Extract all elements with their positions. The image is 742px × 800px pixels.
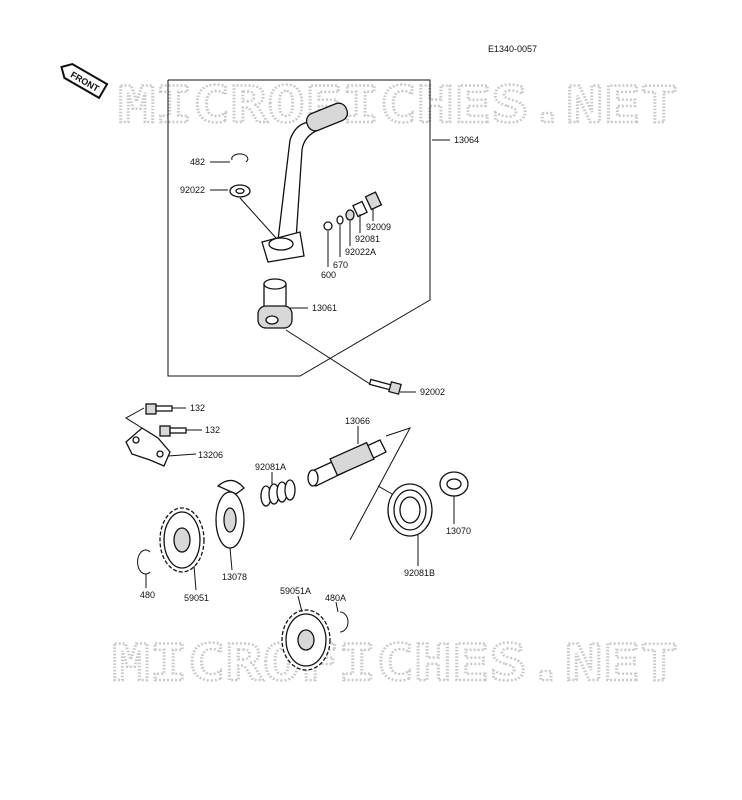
label-92022A: 92022A — [345, 247, 376, 257]
label-13064: 13064 — [454, 135, 479, 145]
label-670: 670 — [333, 260, 348, 270]
part-92009-screw — [364, 191, 383, 211]
label-92002: 92002 — [420, 387, 445, 397]
part-13206-bracket — [125, 427, 171, 467]
label-13061: 13061 — [312, 303, 337, 313]
part-92081-spring — [352, 200, 368, 218]
kick-pedal-lever — [261, 102, 349, 263]
label-92022: 92022 — [180, 185, 205, 195]
label-132-lower: 132 — [205, 425, 220, 435]
assembly-outline — [167, 79, 431, 377]
front-arrow-icon: FRONT — [60, 62, 109, 100]
label-132-upper: 132 — [190, 403, 205, 413]
part-13066-shaft — [307, 439, 387, 487]
label-482: 482 — [190, 157, 205, 167]
part-92002-bolt — [368, 378, 402, 395]
part-600-ball — [323, 221, 333, 231]
part-59051A-gear — [281, 609, 331, 671]
label-92009: 92009 — [366, 222, 391, 232]
label-92081B: 92081B — [404, 568, 435, 578]
part-92022A-washer — [345, 209, 355, 221]
part-132-bolt-lower — [159, 425, 187, 437]
part-480A-circlip — [339, 611, 349, 633]
part-482-clip — [231, 153, 249, 163]
part-92022-washer — [229, 184, 251, 198]
label-92081A: 92081A — [255, 462, 286, 472]
label-59051A: 59051A — [280, 586, 311, 596]
part-13078-ratchet — [215, 479, 245, 549]
part-92081B-spring — [377, 483, 433, 537]
part-13070-collar — [439, 471, 469, 497]
part-92081A-spring — [260, 479, 296, 507]
label-13078: 13078 — [222, 572, 247, 582]
watermark-bottom: MICROFICHES.NET — [112, 634, 678, 692]
part-13061-boss — [257, 278, 293, 329]
diagram-code: E1340-0057 — [488, 44, 537, 54]
label-59051: 59051 — [184, 593, 209, 603]
part-480-circlip — [137, 549, 151, 575]
part-670-ring — [336, 215, 344, 225]
label-13066: 13066 — [345, 416, 370, 426]
part-132-bolt-upper — [145, 403, 173, 415]
watermark-top: MICROFICHES.NET — [118, 76, 678, 134]
part-59051-gear — [159, 507, 205, 573]
label-480A: 480A — [325, 593, 346, 603]
label-92081: 92081 — [355, 234, 380, 244]
label-480: 480 — [140, 590, 155, 600]
label-13070: 13070 — [446, 526, 471, 536]
label-600: 600 — [321, 270, 336, 280]
label-13206: 13206 — [198, 450, 223, 460]
